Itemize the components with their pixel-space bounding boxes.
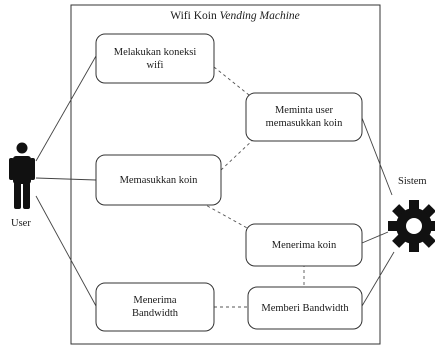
actor-system-label: Sistem — [398, 176, 427, 187]
assoc-system-uc4 — [361, 231, 389, 244]
system-boundary — [70, 4, 381, 345]
uc-box-1 — [95, 33, 215, 84]
dep-uc3-uc2 — [220, 137, 256, 171]
assoc-system-uc6 — [361, 251, 395, 307]
gear-icon — [388, 200, 435, 252]
uc-box-4 — [245, 223, 363, 267]
person-icon — [9, 142, 35, 209]
assoc-system-uc2 — [361, 117, 393, 196]
uc-box-3 — [95, 154, 222, 206]
dep-uc3-uc4 — [201, 202, 250, 230]
dep-uc1-uc2 — [213, 66, 250, 96]
actor-user-label: User — [11, 218, 31, 229]
uc-box-6 — [247, 286, 363, 330]
uc-box-2 — [245, 92, 363, 142]
assoc-user-uc5 — [35, 195, 97, 307]
uc-box-5 — [95, 282, 215, 332]
system-title: Wifi Koin Vending Machine — [170, 10, 300, 22]
assoc-user-uc1 — [35, 55, 97, 162]
assoc-user-uc3 — [35, 177, 97, 181]
